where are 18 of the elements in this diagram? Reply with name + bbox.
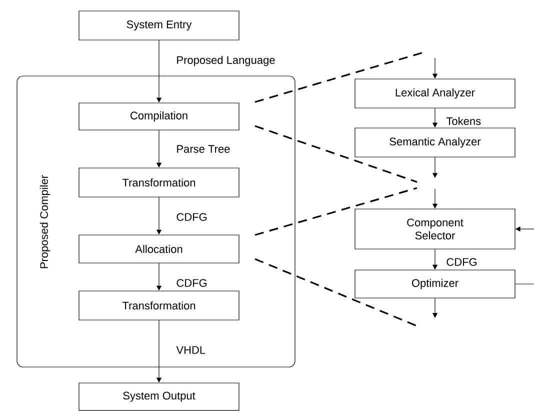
process-box: Semantic Analyzer	[354, 128, 516, 158]
edge-label: VHDL	[175, 345, 207, 355]
edge-label: CDFG	[175, 278, 208, 288]
process-box: Optimizer	[354, 270, 516, 298]
process-box: System Output	[78, 382, 240, 411]
process-box: Compilation	[78, 102, 240, 130]
process-box: Lexical Analyzer	[354, 78, 516, 108]
process-box: Transformation	[78, 168, 240, 198]
edge-label: Proposed Language	[175, 54, 276, 68]
edge-label: CDFG	[445, 257, 478, 267]
process-box: Allocation	[78, 234, 240, 264]
process-box: Transformation	[78, 290, 240, 320]
edge-label: Parse Tree	[175, 144, 232, 154]
process-box: Component Selector	[354, 208, 516, 250]
edge-label: CDFG	[175, 212, 208, 222]
process-box: System Entry	[78, 10, 240, 40]
edge-label: Tokens	[445, 116, 482, 126]
group-label: Proposed Compiler	[40, 175, 50, 268]
